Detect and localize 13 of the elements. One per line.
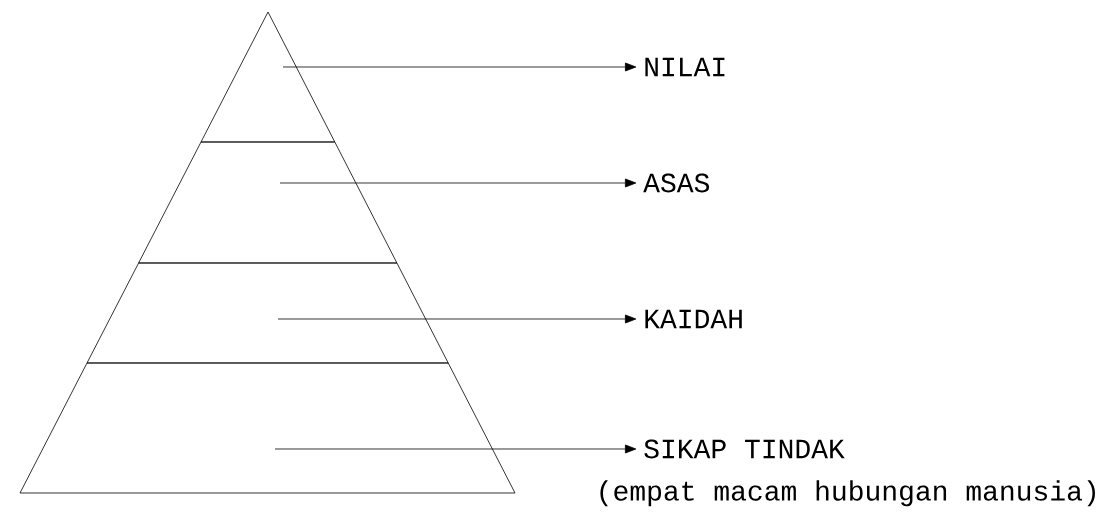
pyramid-tier: [138, 141, 398, 264]
tier-label: NILAI: [645, 57, 725, 77]
arrow: [282, 62, 637, 72]
pyramid-tier: [19, 362, 516, 494]
pyramid-tier: [86, 262, 449, 364]
tier-label: ASAS: [643, 173, 709, 193]
arrow: [277, 314, 637, 324]
arrow: [274, 444, 637, 454]
tier-label: KAIDAH: [645, 309, 742, 329]
tier-label: SIKAP TINDAK: [644, 439, 845, 459]
pyramid-top: [200, 11, 336, 143]
caption: (empat macam hubungan manusia): [600, 480, 1095, 507]
arrow: [279, 178, 637, 188]
